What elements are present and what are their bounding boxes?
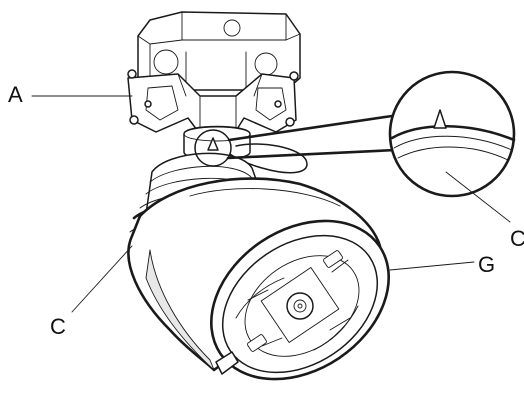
bracket-screws bbox=[127, 69, 299, 127]
detail-circle-large bbox=[388, 70, 516, 198]
callout-label-g: G bbox=[478, 252, 495, 277]
camera-face bbox=[210, 219, 390, 381]
magnifier-lines bbox=[226, 114, 398, 160]
detail-circle-small bbox=[194, 129, 232, 167]
callout-label-c-right: C bbox=[510, 226, 524, 251]
retention-tab bbox=[207, 137, 219, 151]
callout-label-c-left: C bbox=[50, 314, 66, 339]
leader-lines bbox=[31, 95, 511, 313]
mounting-bracket bbox=[127, 73, 297, 135]
electrical-box bbox=[137, 11, 301, 91]
callout-label-a: A bbox=[8, 82, 23, 107]
